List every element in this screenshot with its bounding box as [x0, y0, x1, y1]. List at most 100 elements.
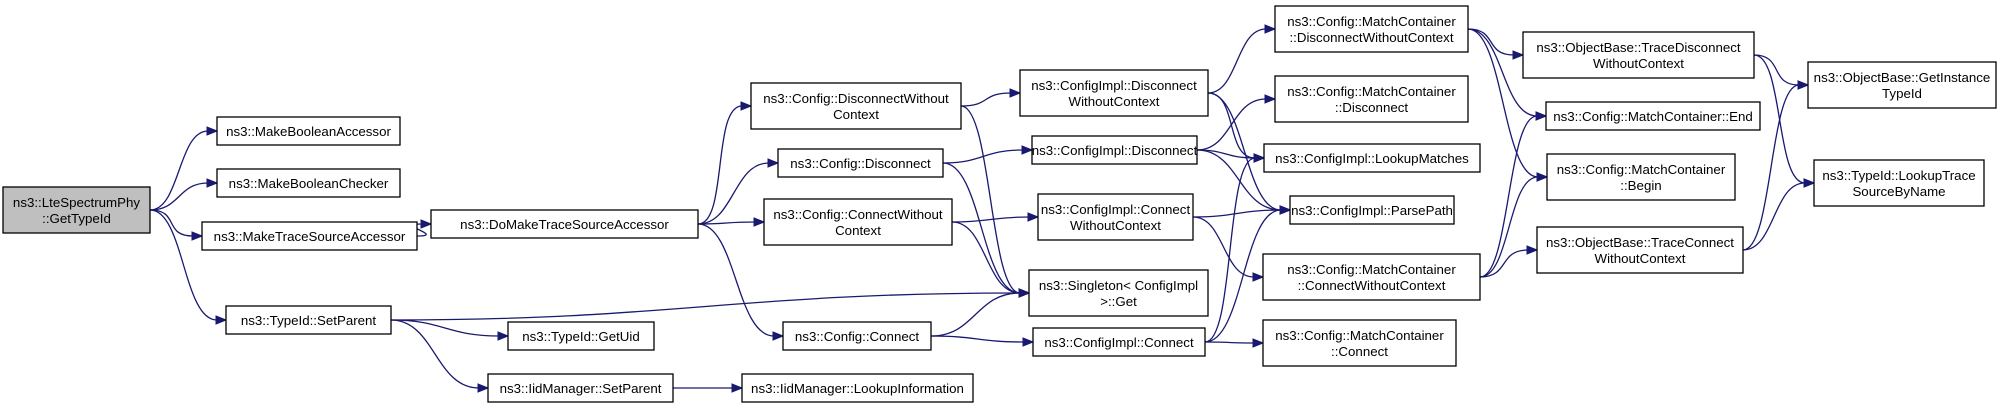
edge-line	[951, 221, 1021, 294]
node-label: ns3::Config::MatchContainer::End	[1553, 109, 1753, 124]
edge-line	[1479, 249, 1529, 278]
node-label: ns3::TypeId::GetUid	[522, 329, 640, 344]
node-cdwc[interactable]: ns3::Config::DisconnectWithoutContext	[750, 82, 962, 130]
node-cmcc[interactable]: ns3::Config::MatchContainer::Connect	[1262, 319, 1457, 367]
edge-line	[930, 292, 1021, 337]
edge-line	[390, 292, 1021, 321]
node-cmcdwc[interactable]: ns3::Config::MatchContainer::DisconnectW…	[1274, 5, 1469, 53]
edge-line	[1467, 28, 1539, 178]
edge-arrowhead	[1264, 94, 1277, 104]
edge-line	[1192, 209, 1282, 218]
edge-arrowhead	[1018, 288, 1031, 298]
node-sg[interactable]: ns3::Singleton< ConfigImpl >::Get	[1028, 269, 1209, 317]
edge-root-to-mtsa	[149, 209, 204, 241]
node-tsp[interactable]: ns3::TypeId::SetParent	[225, 305, 392, 335]
node-cipp[interactable]: ns3::ConfigImpl::ParsePath	[1289, 195, 1455, 225]
node-label: ns3::ConfigImpl::LookupMatches	[1275, 151, 1469, 166]
edge-line	[1207, 28, 1267, 94]
node-label: ns3::Config::MatchContainer	[1287, 262, 1456, 277]
edge-arrowhead	[753, 217, 766, 227]
node-label: ns3::Config::ConnectWithout	[773, 207, 943, 222]
node-imsp[interactable]: ns3::IidManager::SetParent	[487, 373, 674, 403]
node-cmccwc[interactable]: ns3::Config::MatchContainer::ConnectWith…	[1262, 253, 1481, 301]
node-gu[interactable]: ns3::TypeId::GetUid	[507, 321, 655, 351]
node-box	[1545, 101, 1761, 131]
edge-arrowhead	[206, 126, 219, 136]
edge-cmccwc-to-cmce	[1479, 111, 1548, 278]
node-box	[1522, 31, 1755, 79]
node-box	[741, 373, 974, 403]
node-obtdwc[interactable]: ns3::ObjectBase::TraceDisconnectWithoutC…	[1522, 31, 1755, 79]
node-box	[1546, 153, 1736, 201]
node-box	[1289, 195, 1455, 225]
node-cmce[interactable]: ns3::Config::MatchContainer::End	[1545, 101, 1761, 131]
edge-cc-to-cic	[930, 335, 1035, 347]
node-cc[interactable]: ns3::Config::Connect	[782, 321, 932, 351]
node-imli[interactable]: ns3::IidManager::LookupInformation	[741, 373, 974, 403]
node-cic[interactable]: ns3::ConfigImpl::Connect	[1032, 327, 1206, 357]
edge-line	[960, 92, 1012, 107]
node-ccwc[interactable]: ns3::Config::ConnectWithoutContext	[763, 198, 953, 246]
node-box	[216, 116, 401, 146]
edge-line	[1742, 84, 1800, 251]
node-cilm[interactable]: ns3::ConfigImpl::LookupMatches	[1263, 143, 1481, 173]
edge-arrowhead	[1009, 88, 1022, 98]
edge-cic-to-cmcc	[1204, 338, 1265, 348]
node-label: ns3::ConfigImpl::Connect	[1044, 335, 1194, 350]
node-label: ns3::ObjectBase::TraceDisconnect	[1536, 40, 1741, 55]
edge-line	[1207, 92, 1282, 211]
node-cmcd[interactable]: ns3::Config::MatchContainer::Disconnect	[1274, 75, 1469, 123]
node-label: ::DisconnectWithoutContext	[1289, 30, 1453, 45]
node-mba[interactable]: ns3::MakeBooleanAccessor	[216, 116, 401, 146]
edge-arrowhead	[1536, 172, 1549, 182]
edge-arrowhead	[1027, 212, 1040, 222]
node-box	[782, 321, 932, 351]
node-label: WithoutContext	[1595, 251, 1686, 266]
node-label: >::Get	[1100, 294, 1137, 309]
edge-ccwc-to-cicwc	[951, 212, 1040, 223]
node-label: ns3::Config::Connect	[795, 329, 919, 344]
edge-line	[1479, 115, 1538, 278]
nodes-layer: ns3::LteSpectrumPhy::GetTypeId ns3::MakeB…	[2, 5, 1997, 403]
node-box	[1263, 143, 1481, 173]
node-dmtsa[interactable]: ns3::DoMakeTraceSourceAccessor	[430, 209, 699, 239]
edge-line	[1467, 28, 1515, 56]
edge-cic-to-cipp	[1204, 205, 1292, 343]
node-cidwc[interactable]: ns3::ConfigImpl::DisconnectWithoutContex…	[1019, 69, 1209, 117]
node-box	[225, 305, 392, 335]
node-mbc[interactable]: ns3::MakeBooleanChecker	[216, 168, 401, 198]
node-root[interactable]: ns3::LteSpectrumPhy::GetTypeId	[2, 186, 151, 234]
node-label: Context	[833, 107, 879, 122]
edge-line	[697, 221, 756, 225]
node-label: ns3::ConfigImpl::ParsePath	[1291, 203, 1453, 218]
edge-dmtsa-to-cd	[697, 158, 780, 225]
node-label: ns3::ObjectBase::TraceConnect	[1546, 235, 1734, 250]
edge-line	[697, 105, 743, 225]
node-cd[interactable]: ns3::Config::Disconnect	[777, 148, 944, 178]
edge-arrowhead	[740, 101, 753, 111]
node-box	[1262, 319, 1457, 367]
edge-line	[951, 216, 1030, 223]
edge-dmtsa-to-cdwc	[697, 101, 753, 225]
edge-line	[930, 335, 1025, 343]
edge-arrowhead	[772, 331, 785, 341]
edge-arrowhead	[191, 231, 204, 241]
node-mtsa[interactable]: ns3::MakeTraceSourceAccessor	[201, 221, 418, 251]
node-box	[750, 82, 962, 130]
edge-arrowhead	[1803, 178, 1816, 188]
node-cicwc[interactable]: ns3::ConfigImpl::ConnectWithoutContext	[1037, 193, 1194, 241]
node-cid[interactable]: ns3::ConfigImpl::Disconnect	[1031, 135, 1198, 165]
edge-arrowhead	[1535, 111, 1548, 121]
node-label: SourceByName	[1852, 184, 1945, 199]
edge-line	[390, 319, 500, 337]
edge-arrowhead	[1022, 337, 1035, 347]
edge-arrowhead	[1264, 24, 1277, 34]
node-label: ns3::ConfigImpl::Disconnect	[1032, 143, 1198, 158]
node-obtcwc[interactable]: ns3::ObjectBase::TraceConnectWithoutCont…	[1536, 226, 1744, 274]
node-box	[507, 321, 655, 351]
node-label: ns3::Config::MatchContainer	[1275, 328, 1444, 343]
node-cmcb[interactable]: ns3::Config::MatchContainer::Begin	[1546, 153, 1736, 201]
